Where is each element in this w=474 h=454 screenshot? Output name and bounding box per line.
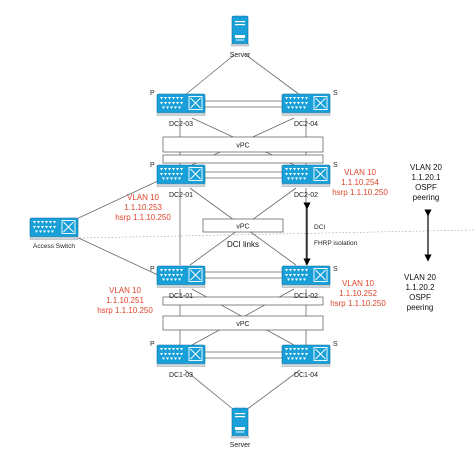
link-access-dc1-01 xyxy=(69,233,161,277)
dci-links-label: DCI links xyxy=(227,240,259,249)
annotation-dc1-01: VLAN 10 1.1.10.251 hsrp 1.1.10.250 xyxy=(97,286,153,315)
annotation-line: 1.1.20.1 xyxy=(412,173,441,182)
link-server-dc2-03 xyxy=(184,54,235,96)
link-dc1-03-server xyxy=(184,369,235,411)
switch-icon xyxy=(156,93,206,116)
vpc-dc1-upper xyxy=(162,296,324,306)
annotation-line: hsrp 1.1.10.250 xyxy=(330,299,386,308)
switch-label: DC1-01 xyxy=(169,293,193,300)
annotation-dc2-02: VLAN 10 1.1.10.254 hsrp 1.1.10.250 xyxy=(332,168,388,197)
switch-dc1-03: P DC1-03 xyxy=(150,341,206,379)
switch-label: DC1-02 xyxy=(294,293,318,300)
vpc-label: vPC xyxy=(236,143,249,150)
link-access-dc2-01 xyxy=(69,179,161,223)
server-icon xyxy=(230,15,250,47)
role-label: S xyxy=(333,266,338,273)
dci-label: DCI xyxy=(314,224,325,231)
annotation-ospf-top: VLAN 20 1.1.20.1 OSPF peering xyxy=(410,163,443,202)
switch-icon xyxy=(281,164,331,187)
annotation-dc2-01: VLAN 10 1.1.10.253 hsrp 1.1.10.250 xyxy=(115,193,171,222)
annotation-line: 1.1.10.253 xyxy=(124,203,162,212)
role-label: S xyxy=(333,162,338,169)
annotation-line: VLAN 10 xyxy=(127,193,160,202)
annotation-line: VLAN 20 xyxy=(404,273,437,282)
switch-label: DC2-03 xyxy=(169,121,193,128)
link-server-dc2-04 xyxy=(245,54,301,96)
vpc-dc1-lower: vPC xyxy=(162,315,324,331)
annotation-line: peering xyxy=(413,193,440,202)
switch-dc2-01: P DC2-01 xyxy=(150,162,206,199)
vpc-label: vPC xyxy=(236,224,249,231)
role-label: P xyxy=(150,162,155,169)
role-label: S xyxy=(333,90,338,97)
annotation-line: VLAN 10 xyxy=(342,279,375,288)
switch-label: DC2-01 xyxy=(169,192,193,199)
role-label: P xyxy=(150,341,155,348)
switch-icon xyxy=(281,93,331,116)
switch-label: DC2-02 xyxy=(294,192,318,199)
annotation-line: 1.1.10.254 xyxy=(341,178,379,187)
server-bottom: Server xyxy=(230,407,251,449)
annotation-line: hsrp 1.1.10.250 xyxy=(97,306,153,315)
access-switch: Access Switch xyxy=(29,217,79,250)
switch-dc2-04: S DC2-04 xyxy=(281,90,338,128)
switch-label: DC1-04 xyxy=(294,372,318,379)
switch-label: DC1-03 xyxy=(169,372,193,379)
vpc-label: vPC xyxy=(236,321,249,328)
annotation-line: hsrp 1.1.10.250 xyxy=(115,213,171,222)
switch-label: DC2-04 xyxy=(294,121,318,128)
role-label: P xyxy=(150,90,155,97)
vpc-dc2-lower xyxy=(162,154,324,164)
switch-icon xyxy=(281,265,331,288)
switch-icon xyxy=(156,265,206,288)
link-dc1-04-server xyxy=(245,369,301,411)
annotation-line: 1.1.10.251 xyxy=(106,296,144,305)
annotation-line: 1.1.10.252 xyxy=(339,289,377,298)
annotation-line: VLAN 20 xyxy=(410,163,443,172)
server-label: Server xyxy=(230,442,251,449)
role-label: P xyxy=(150,266,155,273)
fhrp-isolation-label: FHRP isolation xyxy=(314,240,358,247)
switch-dc1-04: S DC1-04 xyxy=(281,341,338,379)
vpc-dc2-upper: vPC xyxy=(162,136,324,153)
annotation-line: VLAN 10 xyxy=(344,168,377,177)
annotation-line: hsrp 1.1.10.250 xyxy=(332,188,388,197)
switch-dc2-02: S DC2-02 xyxy=(281,162,338,199)
annotation-line: OSPF xyxy=(415,183,437,192)
annotation-ospf-bottom: VLAN 20 1.1.20.2 OSPF peering xyxy=(404,273,437,312)
switch-dc2-03: P DC2-03 xyxy=(150,90,206,128)
annotation-line: VLAN 10 xyxy=(109,286,142,295)
annotation-line: OSPF xyxy=(409,293,431,302)
role-label: S xyxy=(333,341,338,348)
switch-icon xyxy=(29,217,79,240)
server-icon xyxy=(230,407,250,439)
annotation-dc1-02: VLAN 10 1.1.10.252 hsrp 1.1.10.250 xyxy=(330,279,386,308)
dci-boundary-line xyxy=(79,229,474,239)
switch-dc1-01: P DC1-01 xyxy=(150,265,206,300)
switch-icon xyxy=(156,344,206,367)
server-top: Server xyxy=(230,15,251,59)
switch-dc1-02: S DC1-02 xyxy=(281,265,338,300)
annotation-line: 1.1.20.2 xyxy=(406,283,435,292)
server-label: Server xyxy=(230,52,251,59)
annotation-line: peering xyxy=(407,303,434,312)
access-switch-label: Access Switch xyxy=(33,243,75,250)
vpc-dci: vPC xyxy=(202,218,284,233)
switch-icon xyxy=(156,164,206,187)
switch-icon xyxy=(281,344,331,367)
